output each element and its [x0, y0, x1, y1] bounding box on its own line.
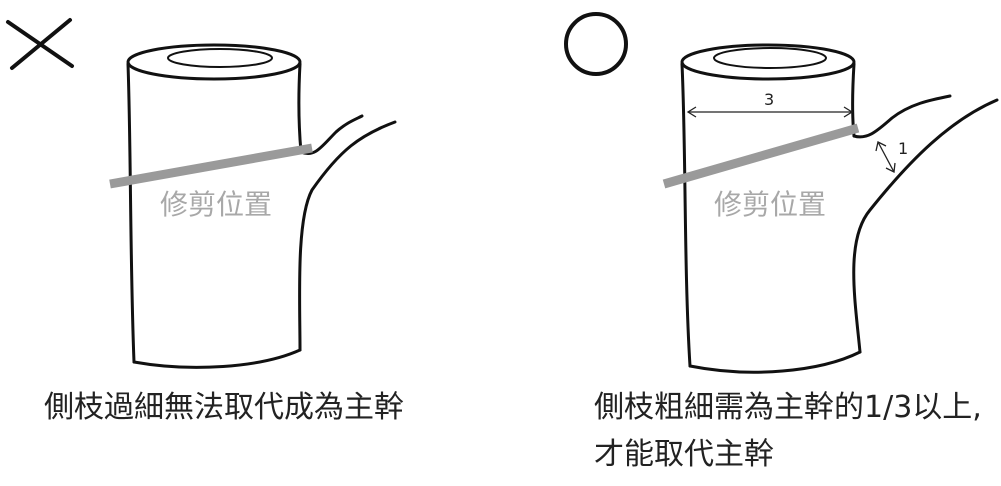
cut-position-label: 修剪位置	[714, 188, 826, 221]
trunk-diameter-label: 3	[764, 90, 774, 109]
incorrect-caption: 側枝過細無法取代成為主幹	[44, 390, 404, 425]
branch-diameter-dimension	[875, 141, 896, 173]
correct-caption-line1: 側枝粗細需為主幹的1/3以上,	[594, 390, 982, 425]
cut-position-label: 修剪位置	[160, 188, 272, 221]
incorrect-pruning-illustration: 修剪位置	[6, 18, 397, 369]
cross-icon	[6, 18, 74, 70]
cut-position-bar	[662, 123, 860, 189]
correct-caption-line2: 才能取代主幹	[594, 436, 774, 472]
cut-position-bar	[109, 143, 313, 189]
correct-pruning-illustration: 3 1 修剪位置	[564, 12, 999, 374]
trunk-diameter-dimension	[686, 106, 854, 118]
circle-icon	[564, 12, 628, 76]
thick-side-branch	[852, 94, 952, 139]
thin-side-branch	[299, 114, 364, 155]
incorrect-example-panel: 修剪位置 側枝過細無法取代成為主幹	[0, 0, 500, 486]
correct-example-panel: 3 1 修剪位置 側枝粗細需為主幹的1/3以上, 才能取代主幹	[500, 0, 1001, 486]
tree-trunk	[126, 43, 397, 369]
branch-diameter-label: 1	[898, 139, 908, 158]
correct-caption: 側枝粗細需為主幹的1/3以上, 才能取代主幹	[594, 385, 982, 478]
